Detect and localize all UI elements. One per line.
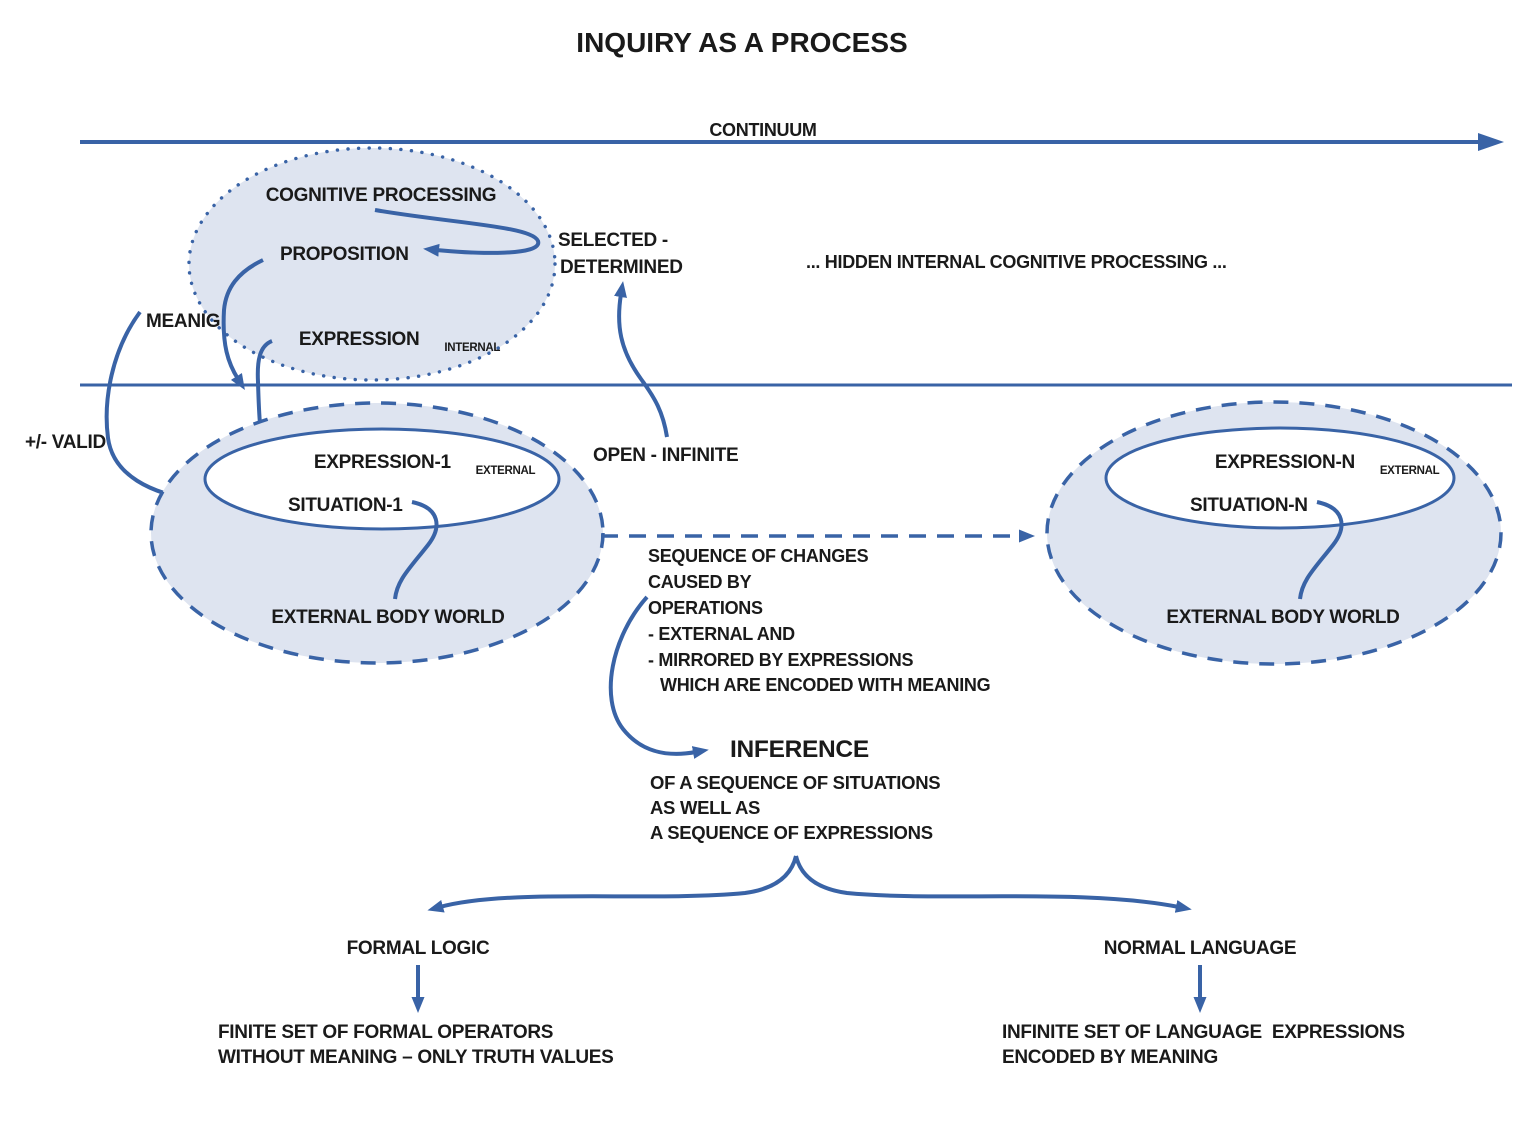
selected-label: SELECTED - bbox=[558, 230, 668, 251]
left-inner-ellipse bbox=[203, 427, 561, 531]
left-external-body-label: EXTERNAL BODY WORLD bbox=[271, 607, 504, 628]
inference-line-1: OF A SEQUENCE OF SITUATIONS bbox=[650, 772, 940, 793]
expression-1-sub: EXTERNAL bbox=[476, 465, 536, 477]
inference-title: INFERENCE bbox=[730, 736, 869, 763]
right-external-body-label: EXTERNAL BODY WORLD bbox=[1166, 607, 1399, 628]
sequence-line-6: WHICH ARE ENCODED WITH MEANING bbox=[660, 675, 990, 695]
sequence-line-2: CAUSED BY bbox=[648, 572, 752, 592]
expression-n-main: EXPRESSION-N bbox=[1215, 452, 1355, 473]
situation-1-label: SITUATION-1 bbox=[288, 495, 403, 516]
formal-logic-line-1: FINITE SET OF FORMAL OPERATORS bbox=[218, 1022, 553, 1043]
proposition-label: PROPOSITION bbox=[280, 244, 409, 265]
situation-n-label: SITUATION-N bbox=[1190, 495, 1308, 516]
expression-n-label: EXPRESSION-N EXTERNAL bbox=[1190, 452, 1454, 479]
cognitive-ellipse bbox=[187, 146, 557, 382]
expression-n-sub: EXTERNAL bbox=[1380, 465, 1440, 477]
split-left-arrow bbox=[427, 855, 798, 913]
inference-line-2: AS WELL AS bbox=[650, 797, 760, 818]
expression-internal-main: EXPRESSION bbox=[299, 329, 420, 350]
right-inner-ellipse bbox=[1104, 426, 1456, 530]
expression-internal-label: EXPRESSION INTERNAL bbox=[274, 329, 515, 356]
valid-label: +/- VALID bbox=[25, 432, 106, 453]
expression-1-main: EXPRESSION-1 bbox=[314, 452, 452, 473]
continuum-label: CONTINUUM bbox=[709, 120, 816, 140]
inference-line-3: A SEQUENCE OF EXPRESSIONS bbox=[650, 822, 933, 843]
diagram-title: INQUIRY AS A PROCESS bbox=[576, 27, 907, 58]
determined-label: DETERMINED bbox=[560, 257, 683, 278]
open-infinite-label: OPEN - INFINITE bbox=[593, 445, 738, 466]
sequence-line-3: OPERATIONS bbox=[648, 598, 763, 618]
hidden-processing-label: ... HIDDEN INTERNAL COGNITIVE PROCESSING… bbox=[806, 252, 1227, 272]
open-to-determined-arrow bbox=[614, 281, 669, 438]
cognitive-to-proposition-arrow bbox=[374, 208, 541, 257]
normal-language-label: NORMAL LANGUAGE bbox=[1104, 938, 1297, 959]
sequence-line-5: - MIRRORED BY EXPRESSIONS bbox=[648, 650, 914, 670]
proposition-down-arrow bbox=[221, 258, 264, 391]
split-right-arrow bbox=[794, 855, 1192, 913]
expression-internal-sub: INTERNAL bbox=[444, 342, 500, 354]
sequence-line-1: SEQUENCE OF CHANGES bbox=[648, 546, 869, 566]
situation-n-curve bbox=[1298, 500, 1344, 600]
situation-1-curve bbox=[393, 500, 439, 600]
meanig-label: MEANIG bbox=[146, 311, 220, 332]
cognitive-processing-label: COGNITIVE PROCESSING bbox=[266, 185, 496, 206]
normal-language-line-2: ENCODED BY MEANING bbox=[1002, 1047, 1218, 1068]
formal-logic-line-2: WITHOUT MEANING – ONLY TRUTH VALUES bbox=[218, 1047, 614, 1068]
normal-language-line-1: INFINITE SET OF LANGUAGE EXPRESSIONS bbox=[1002, 1022, 1405, 1043]
sequence-line-4: - EXTERNAL AND bbox=[648, 624, 795, 644]
expression-1-label: EXPRESSION-1 EXTERNAL bbox=[289, 452, 550, 479]
formal-logic-label: FORMAL LOGIC bbox=[347, 938, 490, 959]
sequence-to-inference-arrow bbox=[608, 595, 709, 759]
